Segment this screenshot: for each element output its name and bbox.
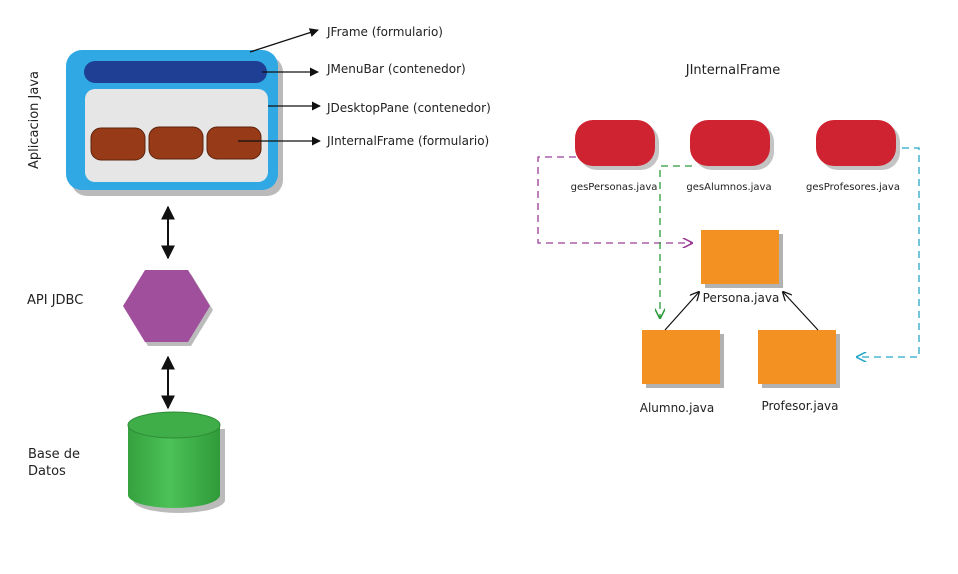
- cyan-dashed-link: [857, 147, 920, 357]
- profesor-extends-persona-arrow: [783, 292, 819, 331]
- database-cylinder: [127, 411, 225, 513]
- class-profesor: [758, 330, 836, 384]
- api-jdbc-hexagon: [123, 270, 210, 342]
- annotation-arrows: [238, 28, 321, 146]
- jinternalframe-shape-1: [90, 127, 146, 161]
- form-gespersonas-label: gesPersonas.java: [571, 182, 658, 193]
- class-persona: [701, 230, 779, 284]
- jmenubar-shape: [84, 61, 267, 83]
- form-gesalumnos: [690, 120, 770, 166]
- jinternalframe-shape-2: [148, 126, 204, 160]
- api-label: API JDBC: [27, 293, 83, 308]
- annotation-jmenubar: JMenuBar (contenedor): [326, 62, 466, 76]
- jinternalframe-shape-3: [206, 126, 262, 160]
- db-label-line2: Datos: [28, 464, 66, 479]
- annotation-jframe: JFrame (formulario): [326, 25, 443, 39]
- java-app-window: [66, 50, 283, 196]
- green-dashed-link: [660, 165, 692, 318]
- class-persona-label: Persona.java: [703, 291, 780, 305]
- purple-dashed-link: [537, 156, 692, 243]
- alumno-extends-persona-arrow: [664, 292, 699, 331]
- form-gesalumnos-label: gesAlumnos.java: [686, 182, 771, 193]
- app-label: Aplicacion Java: [27, 71, 42, 169]
- annotation-jinternalframe: JInternalFrame (formulario): [326, 134, 489, 148]
- db-label-line1: Base de: [28, 447, 80, 462]
- annotation-jdesktoppane: JDesktopPane (contenedor): [326, 101, 491, 115]
- form-gesprofesores-label: gesProfesores.java: [806, 182, 900, 193]
- form-gesprofesores: [816, 120, 896, 166]
- class-alumno-label: Alumno.java: [640, 401, 715, 415]
- form-gespersonas: [575, 120, 655, 166]
- class-alumno: [642, 330, 720, 384]
- class-profesor-label: Profesor.java: [761, 399, 838, 413]
- right-title: JInternalFrame: [685, 63, 780, 78]
